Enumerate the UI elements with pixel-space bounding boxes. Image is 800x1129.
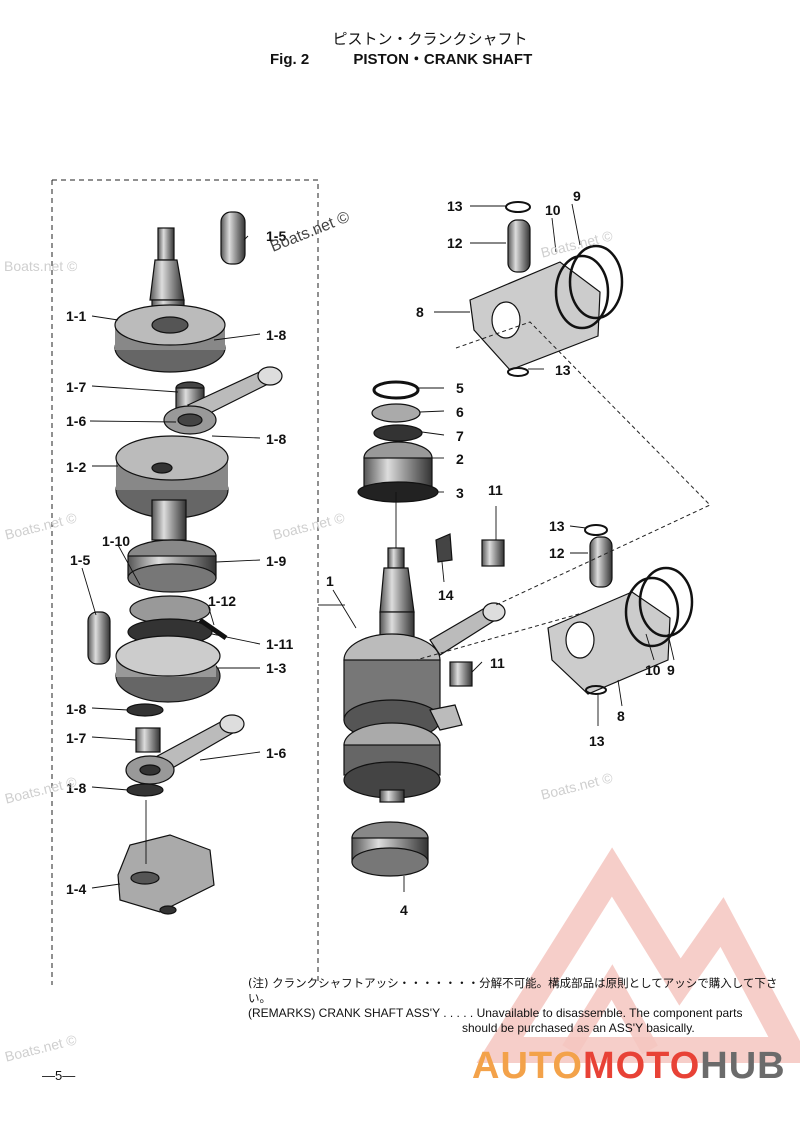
label-1-6-lower: 1-6 (266, 745, 287, 761)
title-english: PISTON・CRANK SHAFT (353, 51, 533, 68)
piston-lower (547, 524, 694, 695)
remarks-english-line1: (REMARKS) CRANK SHAFT ASS'Y . . . . . Un… (248, 1006, 743, 1020)
label-1: 1 (326, 573, 334, 589)
brand-wordmark: AUTOMOTOHUB (472, 1045, 786, 1088)
assembly-dash-lines (415, 321, 711, 661)
label-13-upper: 13 (447, 198, 463, 214)
label-8-lower: 8 (617, 708, 625, 724)
label-1-11: 1-11 (266, 636, 294, 652)
label-7: 7 (456, 428, 464, 444)
label-1-8-second: 1-8 (266, 431, 287, 447)
watermark: Boats.net © (4, 258, 78, 274)
label-1-5-lower: 1-5 (70, 552, 91, 568)
crankshaft-upper-half (114, 211, 283, 541)
assembly-boundary (51, 179, 319, 985)
label-1-4: 1-4 (66, 881, 87, 897)
remarks-english-line2: should be purchased as an ASS'Y basicall… (462, 1021, 695, 1035)
label-1-7-upper: 1-7 (66, 379, 87, 395)
label-1-8-fourth: 1-8 (66, 780, 87, 796)
figure-label: Fig. 2 (270, 51, 310, 68)
label-9-lower: 9 (667, 662, 675, 678)
label-14: 14 (438, 587, 454, 603)
brand-part-auto: AUTO (472, 1045, 583, 1087)
label-1-5-upper: 1-5 (266, 228, 287, 244)
label-10-lower: 10 (645, 662, 661, 678)
label-13-second: 13 (555, 362, 571, 378)
brand-part-hub: HUB (700, 1045, 786, 1087)
label-4: 4 (400, 902, 408, 918)
label-1-1: 1-1 (66, 308, 87, 324)
label-1-6-upper: 1-6 (66, 413, 87, 429)
label-1-3: 1-3 (266, 660, 287, 676)
label-1-8-third: 1-8 (66, 701, 87, 717)
crankshaft-lower-half (87, 539, 245, 915)
page-number: —5— (42, 1068, 76, 1083)
label-12-lower: 12 (549, 545, 565, 561)
label-1-9: 1-9 (266, 553, 287, 569)
main-bearing-stack (357, 380, 439, 503)
leader-lines (81, 203, 675, 892)
remarks-note: (注) クランクシャフトアッシ・・・・・・・分解不可能。構成部品は原則としてアッ… (248, 976, 800, 1036)
label-8-upper: 8 (416, 304, 424, 320)
title-row: Fig. 2 PISTON・CRANK SHAFT (270, 48, 532, 69)
label-1-2: 1-2 (66, 459, 87, 475)
label-10-upper: 10 (545, 202, 561, 218)
label-12-upper: 12 (447, 235, 463, 251)
label-1-10: 1-10 (102, 533, 131, 549)
label-6: 6 (456, 404, 464, 420)
label-11-upper: 11 (488, 482, 503, 498)
label-5: 5 (456, 380, 464, 396)
crankshaft-assembly (343, 533, 506, 877)
brand-part-moto: MOTO (582, 1045, 701, 1087)
label-2: 2 (456, 451, 464, 467)
label-11-lower: 11 (490, 655, 505, 671)
remarks-japanese: (注) クランクシャフトアッシ・・・・・・・分解不可能。構成部品は原則としてアッ… (248, 976, 778, 1005)
label-1-8-upper: 1-8 (266, 327, 287, 343)
label-9-upper: 9 (573, 188, 581, 204)
label-1-12: 1-12 (208, 593, 237, 609)
label-13-third: 13 (549, 518, 565, 534)
piston-upper (469, 201, 624, 377)
label-13-lower: 13 (589, 733, 605, 749)
label-1-7-lower: 1-7 (66, 730, 87, 746)
title-japanese: ピストン・クランクシャフト (332, 30, 528, 48)
brand-logo-mark (476, 847, 800, 1063)
label-3: 3 (456, 485, 464, 501)
